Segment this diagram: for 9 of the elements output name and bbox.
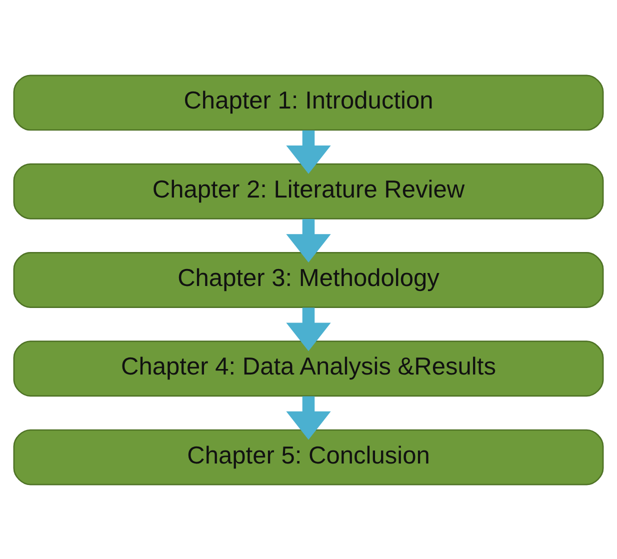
node-box: Chapter 4: Data Analysis &Results (13, 340, 604, 396)
arrow (286, 218, 331, 262)
arrow (286, 130, 331, 174)
node-box: Chapter 3: Methodology (13, 252, 604, 308)
arrow (286, 396, 331, 440)
node-box: Chapter 5: Conclusion (13, 428, 604, 485)
node-box: Chapter 1: Introduction (13, 74, 604, 130)
arrow (286, 307, 331, 351)
node-box: Chapter 2: Literature Review (13, 162, 604, 219)
